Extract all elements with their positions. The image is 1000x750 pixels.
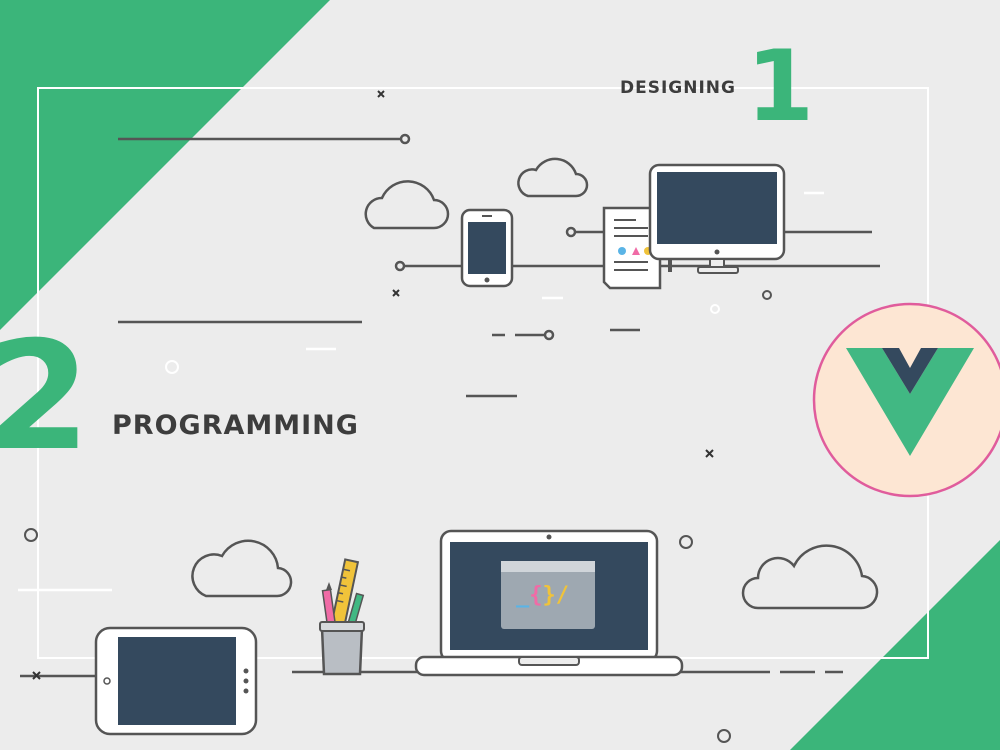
programming-label: PROGRAMMING xyxy=(112,410,359,441)
decor-lines-top xyxy=(20,133,880,678)
decor-circles xyxy=(24,290,772,743)
step-1-number: 1 xyxy=(746,30,815,144)
cloud-icon xyxy=(741,544,879,610)
cloud-icon xyxy=(364,180,450,230)
vue-logo xyxy=(812,302,1000,498)
step-2-number: 2 xyxy=(0,310,91,484)
cloud-icon xyxy=(517,157,589,198)
green-corner-top-left xyxy=(0,0,330,330)
code-slash: }/ xyxy=(542,583,570,608)
green-corner-bottom-right xyxy=(790,540,1000,750)
code-underscore: _ xyxy=(516,583,530,608)
code-symbol: _{}/ xyxy=(516,583,569,608)
cloud-icon xyxy=(191,539,293,598)
tablet-icon xyxy=(94,626,258,736)
smartphone-icon xyxy=(460,208,514,288)
pencil-cup-icon xyxy=(319,558,365,676)
laptop-icon xyxy=(414,529,684,677)
desktop-monitor-icon xyxy=(648,163,786,274)
designing-label: DESIGNING xyxy=(620,78,736,98)
decor-crosses xyxy=(32,90,714,680)
code-brace: { xyxy=(529,583,543,608)
decor-white-dashes xyxy=(18,191,824,592)
